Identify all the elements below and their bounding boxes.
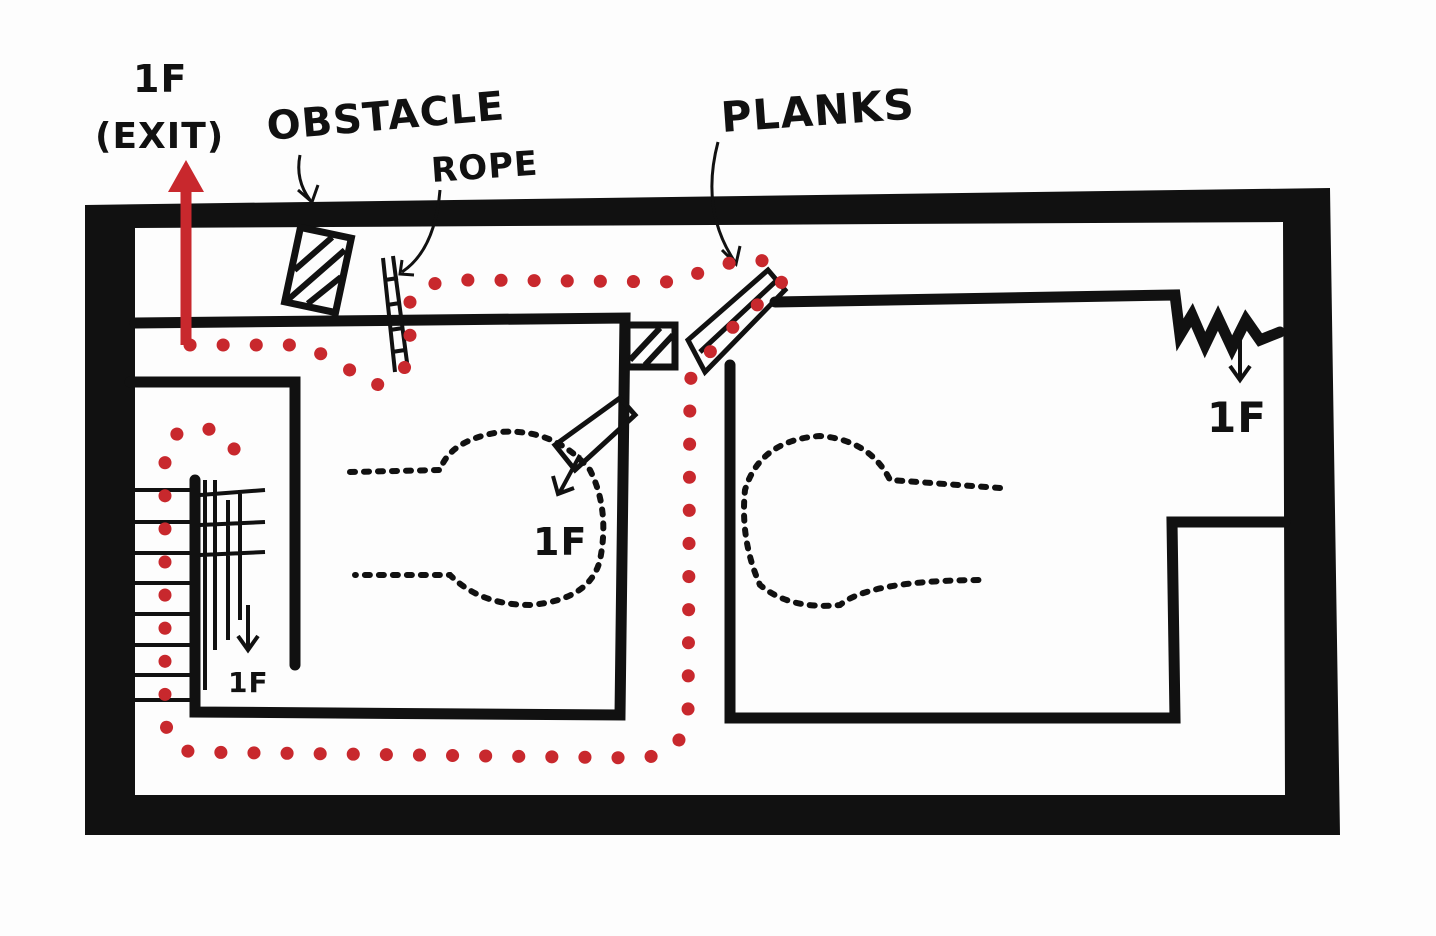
stairs <box>135 480 266 702</box>
floor-hole-box <box>623 321 679 371</box>
planks-label: PLANKS <box>719 80 916 142</box>
interior-walls <box>124 289 1291 724</box>
obstacle-pointer-arrow <box>297 154 320 205</box>
obstacle-box <box>280 223 356 317</box>
rope-pointer-arrow <box>398 189 442 277</box>
obstacle-label: OBSTACLE <box>265 83 507 150</box>
hole-down-arrow <box>551 454 582 497</box>
fallen-plank <box>551 394 639 474</box>
rope <box>381 255 410 373</box>
exit-floor-label: 1F <box>133 57 187 101</box>
planks <box>684 266 789 377</box>
stairs-floor-label: 1F <box>228 666 269 699</box>
room-dotted-outlines <box>347 428 1003 609</box>
hole-right-floor-label: 1F <box>1207 393 1267 442</box>
planks-pointer-arrow <box>710 141 742 267</box>
exit-note-label: (EXIT) <box>95 116 224 157</box>
escape-route <box>157 253 789 765</box>
rope-label: ROPE <box>430 144 540 191</box>
exit-arrow-head <box>168 160 204 192</box>
hole-right-down-arrow <box>1228 330 1252 384</box>
stairs-down-arrow <box>236 605 260 654</box>
hole-left-floor-label: 1F <box>533 520 587 564</box>
outer-wall <box>85 188 1340 835</box>
